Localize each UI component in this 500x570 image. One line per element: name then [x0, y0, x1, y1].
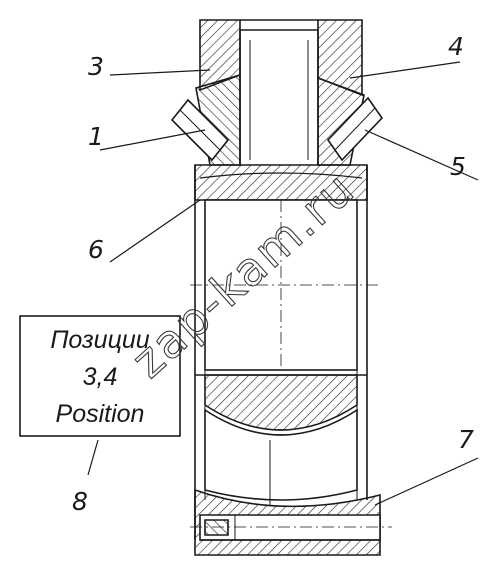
callout-1: 1 [88, 122, 104, 151]
callout-7: 7 [458, 425, 474, 454]
callout-3: 3 [88, 52, 104, 81]
collar-part-6 [194, 164, 368, 201]
callout-4: 4 [448, 32, 464, 61]
note-line-1: Позиции [50, 326, 149, 354]
leader-1 [99, 129, 206, 151]
leader-6 [109, 199, 201, 263]
leader-7 [374, 457, 479, 506]
note-line-3: Position [56, 400, 145, 428]
leader-3 [109, 69, 211, 76]
leader-4 [349, 61, 461, 79]
callout-6: 6 [88, 235, 104, 264]
leader-8 [87, 439, 99, 476]
lower-chamber [204, 408, 358, 501]
callout-5: 5 [450, 152, 466, 181]
note-box [19, 315, 181, 437]
leader-5 [364, 129, 479, 181]
shaft [239, 30, 319, 165]
note-line-2: 3,4 [83, 363, 118, 391]
lower-lens-section [204, 374, 358, 431]
callout-8: 8 [72, 487, 88, 516]
